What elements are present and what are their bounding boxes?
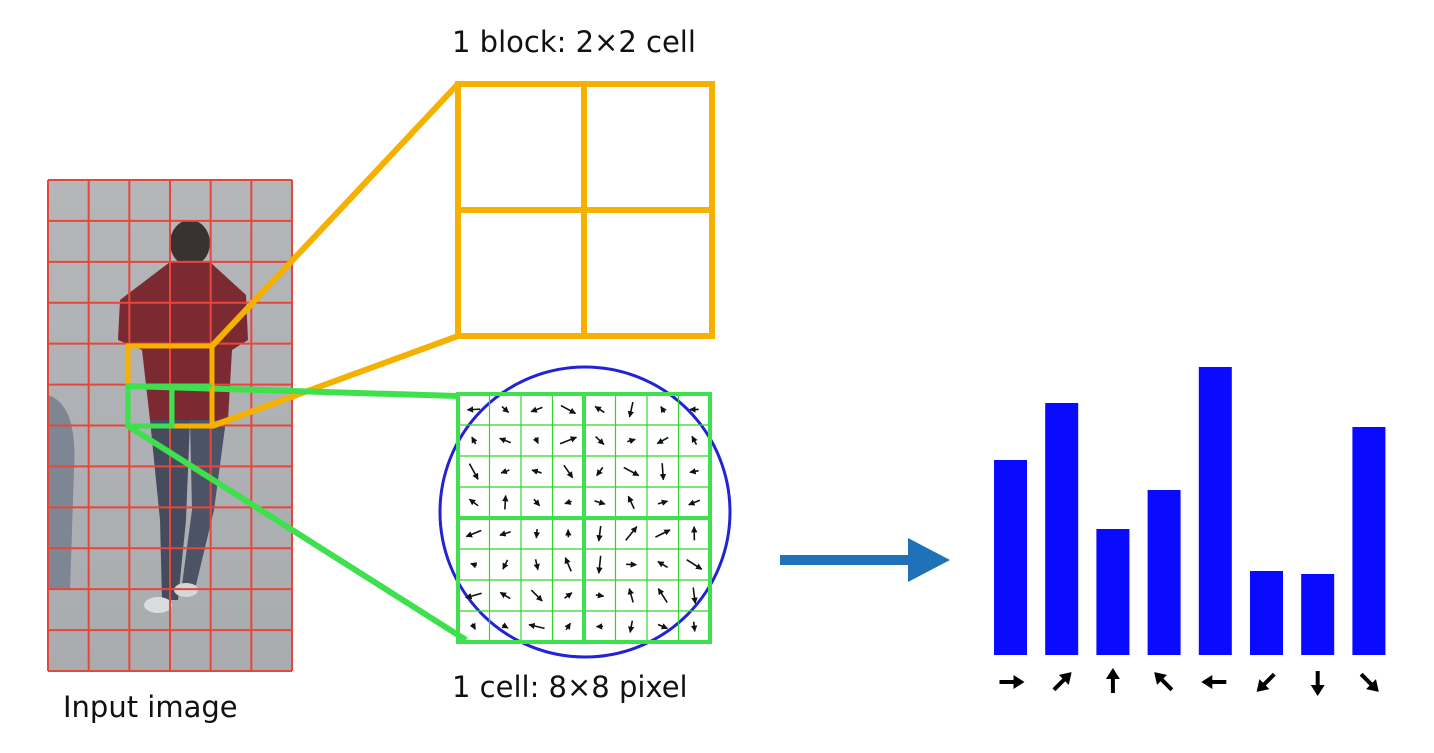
gradient-arrow	[688, 499, 701, 506]
gradient-arrow	[623, 466, 640, 477]
gradient-arrow	[499, 437, 512, 444]
block-zoom	[455, 81, 715, 339]
gradient-arrow	[564, 498, 572, 505]
histogram-bar	[1250, 571, 1283, 655]
left-arrow-icon	[1201, 675, 1227, 689]
gradient-arrow	[500, 468, 510, 475]
gradient-arrow	[627, 495, 635, 510]
gradient-arrow	[656, 436, 669, 445]
gradient-arrow	[686, 559, 703, 570]
gradient-arrow	[533, 559, 540, 571]
gradient-arrow	[659, 463, 667, 481]
input-image	[47, 179, 293, 672]
gradient-arrow	[594, 499, 606, 506]
gradient-arrow	[468, 498, 479, 507]
gradient-arrow	[533, 498, 541, 507]
gradient-arrow	[468, 463, 479, 480]
gradient-arrow	[560, 404, 577, 415]
histogram-bar	[1352, 427, 1386, 655]
gradient-arrow	[657, 623, 669, 630]
down-left-arrow-icon	[1256, 672, 1276, 692]
gradient-arrow	[465, 592, 482, 600]
up-arrow-icon	[1105, 668, 1120, 693]
gradient-arrow	[594, 405, 605, 414]
gradient-arrow	[530, 406, 543, 413]
gradient-arrow	[564, 592, 573, 599]
down-arrow-icon	[1310, 671, 1325, 696]
pedestrian-figure	[48, 220, 248, 613]
histogram-bar	[994, 460, 1027, 655]
block-label: 1 block: 2×2 cell	[452, 25, 696, 59]
gradient-arrow	[564, 622, 572, 631]
gradient-arrow	[627, 401, 634, 418]
cell-label: 1 cell: 8×8 pixel	[452, 670, 688, 704]
gradient-arrow	[499, 530, 511, 537]
gradient-arrow	[502, 559, 509, 570]
gradient-arrow	[559, 436, 578, 445]
histogram-bar	[1045, 403, 1079, 655]
gradient-arrow	[627, 437, 636, 445]
gradient-arrow	[595, 592, 605, 599]
gradient-arrow	[627, 587, 634, 603]
gradient-arrow	[690, 621, 698, 632]
gradient-arrow	[691, 435, 698, 446]
gradient-arrow	[466, 406, 481, 413]
gradient-arrow	[528, 622, 545, 630]
histogram-bar	[1147, 490, 1181, 655]
gradient-arrows	[465, 401, 703, 633]
gradient-arrow	[469, 622, 477, 630]
gradient-arrow	[564, 557, 572, 572]
transform-arrow-icon	[780, 538, 950, 582]
down-right-arrow-icon	[1359, 672, 1379, 692]
gradient-circle	[438, 365, 732, 659]
block-zoom-lines	[209, 81, 461, 429]
gradient-arrow	[628, 620, 635, 633]
gradient-arrow	[689, 468, 699, 475]
cell-zoom	[438, 365, 732, 659]
gradient-arrow	[657, 588, 668, 603]
histogram-bar	[1096, 529, 1130, 655]
orientation-histogram	[994, 367, 1386, 696]
gradient-arrow	[502, 494, 509, 510]
histogram-bar	[1301, 574, 1335, 655]
gradient-arrow	[530, 589, 543, 602]
gradient-arrow	[563, 464, 574, 479]
gradient-arrow	[465, 529, 482, 538]
histogram-bar	[1198, 367, 1232, 655]
gradient-arrow	[596, 555, 603, 574]
up-right-arrow-icon	[1052, 672, 1072, 692]
gradient-arrow	[596, 466, 604, 477]
gradient-arrow	[657, 560, 669, 569]
gradient-arrow	[531, 468, 542, 475]
gradient-arrow	[533, 529, 541, 539]
block-highlight	[125, 343, 215, 429]
gradient-arrow	[471, 436, 478, 445]
gradient-arrow	[657, 499, 669, 506]
gradient-arrow	[532, 436, 539, 445]
gradient-arrow	[596, 525, 603, 542]
gradient-arrow	[501, 622, 509, 629]
gradient-arrow	[625, 526, 638, 541]
input-image-label: Input image	[63, 690, 238, 724]
gradient-arrow	[691, 587, 698, 605]
up-left-arrow-icon	[1154, 672, 1174, 692]
gradient-arrow	[660, 406, 667, 414]
right-arrow-icon	[999, 675, 1025, 689]
gradient-arrow	[470, 562, 478, 569]
gradient-arrow	[595, 436, 605, 445]
gradient-arrow	[499, 591, 511, 600]
gradient-arrow	[501, 405, 510, 414]
gradient-arrow	[655, 529, 671, 538]
